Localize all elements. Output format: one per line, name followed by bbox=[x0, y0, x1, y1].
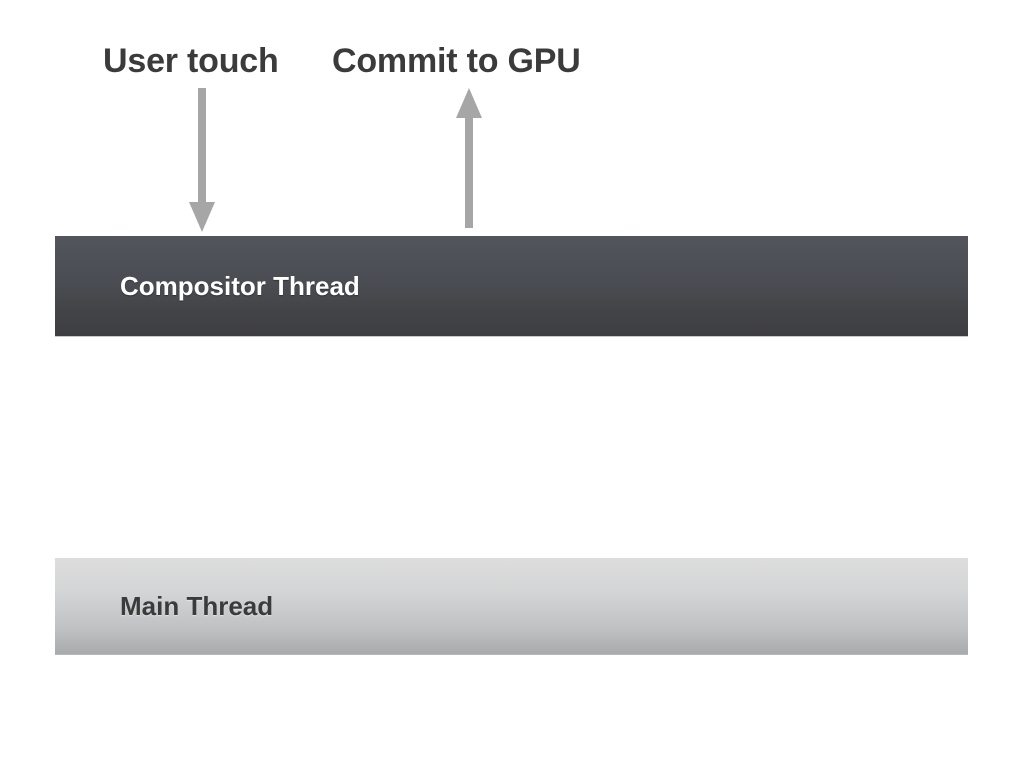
arrow-down-icon-user-touch bbox=[189, 88, 215, 232]
annotation-label-commit-to-gpu: Commit to GPU bbox=[332, 42, 581, 80]
compositor-thread-label: Compositor Thread bbox=[120, 271, 360, 301]
main-thread-bar: Main Thread bbox=[55, 558, 968, 655]
arrow-up-icon-commit-to-gpu bbox=[456, 88, 482, 228]
compositor-thread-bar: Compositor Thread bbox=[55, 236, 968, 337]
main-thread-label: Main Thread bbox=[120, 591, 274, 621]
annotation-label-user-touch: User touch bbox=[103, 42, 279, 80]
